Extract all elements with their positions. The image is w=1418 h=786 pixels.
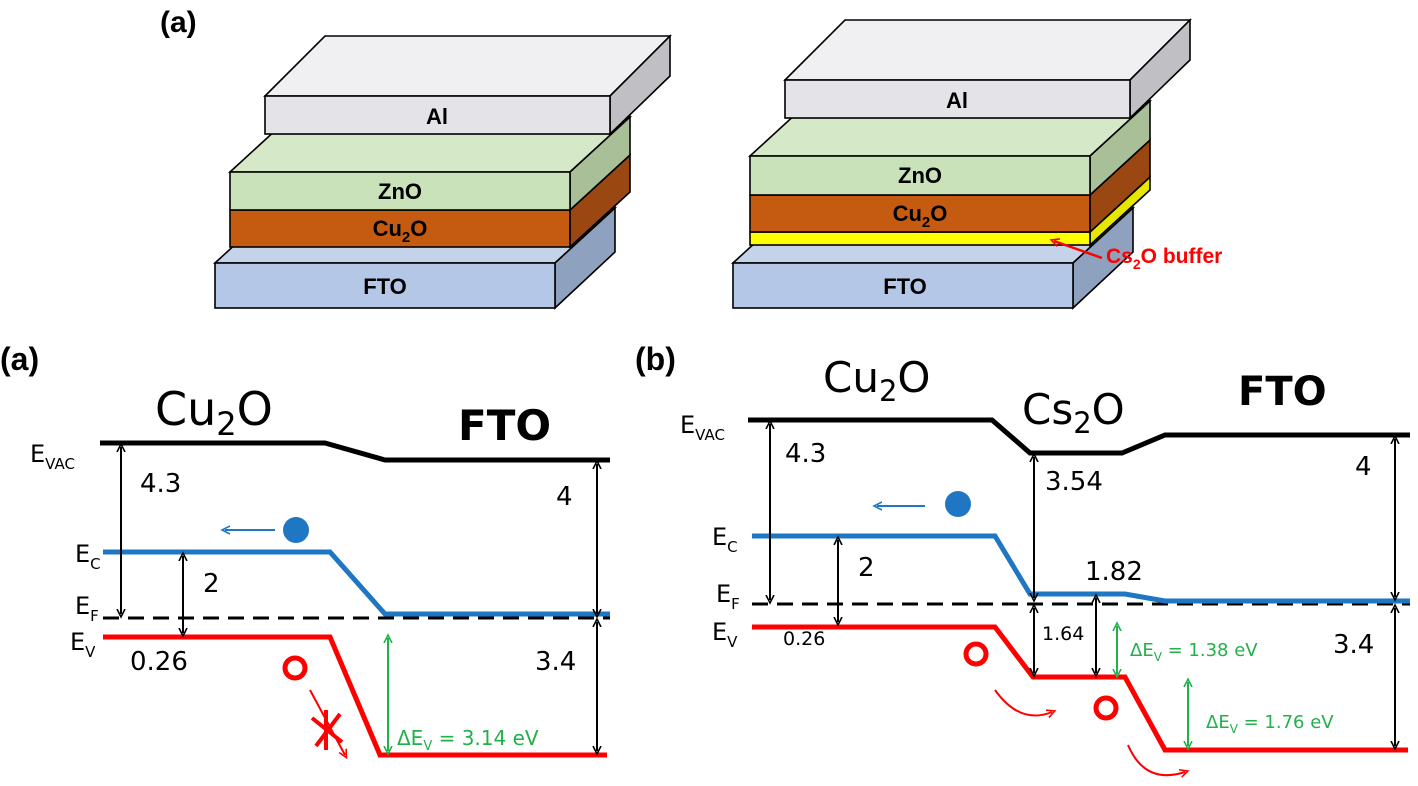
band-b-valence-band xyxy=(752,624,1408,753)
fto-label-right: FTO xyxy=(883,274,927,299)
band-b-conduction-band xyxy=(752,533,1410,604)
cu2o-label-right: Cu2O xyxy=(893,201,948,231)
band-a-ef-label: EF xyxy=(75,592,99,625)
band-a-delta-ev-label: ΔEV = 3.14 eV xyxy=(397,726,539,754)
band-b-evac-label: EVAC xyxy=(680,411,725,444)
zno-layer xyxy=(229,171,571,211)
band-b-value-2: 2 xyxy=(858,553,875,583)
band-b-value-0-26: 0.26 xyxy=(783,628,825,650)
band-a-conduction-band xyxy=(103,549,610,617)
band-b-ef-label: EF xyxy=(716,580,740,613)
zno-label-right: ZnO xyxy=(898,163,942,188)
band-a-panel-label: (a) xyxy=(0,341,39,377)
band-b-value-4: 4 xyxy=(1355,452,1372,482)
band-b-ec-label: EC xyxy=(712,523,738,556)
band-a-value-4: 4 xyxy=(556,482,573,512)
band-b-hole-path-arrow-2 xyxy=(1127,744,1185,775)
band-b-ev-label: EV xyxy=(712,618,738,651)
band-b-vacuum-level xyxy=(748,417,1410,456)
band-a-blocked-x-icon xyxy=(310,710,344,750)
al-label-right: Al xyxy=(946,88,968,113)
cu2o-label: Cu2O xyxy=(373,216,428,246)
band-a-ec-label: EC xyxy=(75,540,101,573)
band-b-hole-icon-1 xyxy=(963,641,989,667)
cu2o-layer-right xyxy=(749,194,1091,233)
band-b-value-4-3: 4.3 xyxy=(785,439,826,469)
device-stack-left xyxy=(212,34,672,310)
band-a-ev-label: EV xyxy=(70,628,96,661)
band-b-title-cs2o: Cs2O xyxy=(1022,385,1125,440)
band-a-title-fto: FTO xyxy=(458,401,551,450)
band-b-electron-icon xyxy=(945,491,971,517)
fto-layer xyxy=(214,262,556,309)
band-b-title-fto: FTO xyxy=(1238,369,1327,415)
cs2o-buffer-layer xyxy=(749,231,1091,246)
band-a-value-3-4: 3.4 xyxy=(535,647,576,677)
band-b-value-3-54: 3.54 xyxy=(1045,467,1103,497)
band-b-value-3-4: 3.4 xyxy=(1333,630,1374,660)
band-b-hole-path-arrow-1 xyxy=(994,689,1052,716)
al-layer xyxy=(264,95,611,135)
band-a-value-4-3: 4.3 xyxy=(140,469,181,499)
zno-layer-right xyxy=(749,155,1091,196)
band-b-value-1-64: 1.64 xyxy=(1042,623,1084,645)
band-a-title-cu2o: Cu2O xyxy=(155,382,273,443)
band-a-electron-icon xyxy=(283,517,309,543)
band-b-panel-label: (b) xyxy=(635,341,676,377)
band-b-delta-ev-label-2: ΔEV = 1.76 eV xyxy=(1206,712,1334,736)
top-panel-label: (a) xyxy=(160,6,197,39)
device-stack-right xyxy=(730,18,1192,310)
buffer-pointer-arrow xyxy=(1054,241,1103,260)
band-b-title-cu2o: Cu2O xyxy=(823,353,930,408)
fto-label: FTO xyxy=(363,274,407,299)
al-layer-right xyxy=(784,79,1131,119)
band-b-hole-icon-2 xyxy=(1093,695,1119,721)
band-a-hole-icon xyxy=(282,655,308,681)
band-a-vacuum-level xyxy=(100,440,610,463)
band-a-valence-band xyxy=(103,634,607,758)
zno-label: ZnO xyxy=(378,179,422,204)
band-a-value-2: 2 xyxy=(203,569,220,599)
band-b-value-1-82: 1.82 xyxy=(1085,557,1143,587)
band-a-evac-label: EVAC xyxy=(30,440,75,473)
band-b-delta-ev-label-1: ΔEV = 1.38 eV xyxy=(1130,640,1258,664)
al-label: Al xyxy=(426,104,448,129)
al-top-face xyxy=(263,35,672,97)
fto-layer-right xyxy=(732,262,1074,309)
cu2o-layer xyxy=(229,209,571,248)
band-a-value-0-26: 0.26 xyxy=(130,647,188,677)
cs2o-buffer-label: Cs2O buffer xyxy=(1106,245,1222,272)
